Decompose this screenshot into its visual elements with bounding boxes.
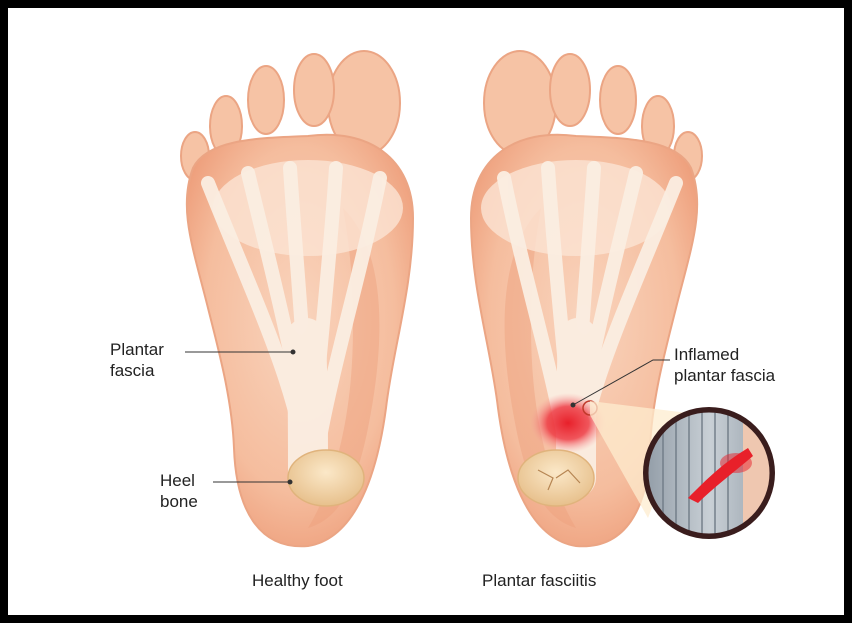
healthy-heel-bone (288, 450, 364, 506)
inflamed-plantar-fascia-label: Inflamed plantar fascia (674, 344, 775, 386)
healthy-foot (181, 51, 413, 546)
illustration-frame: Plantar fascia Heel bone Inflamed planta… (8, 8, 844, 615)
plantar-fasciitis-caption: Plantar fasciitis (482, 571, 596, 591)
heel-bone-label: Heel bone (160, 470, 198, 512)
feet-illustration (8, 8, 844, 615)
healthy-foot-caption: Healthy foot (252, 571, 343, 591)
plantar-fascia-label: Plantar fascia (110, 339, 164, 381)
